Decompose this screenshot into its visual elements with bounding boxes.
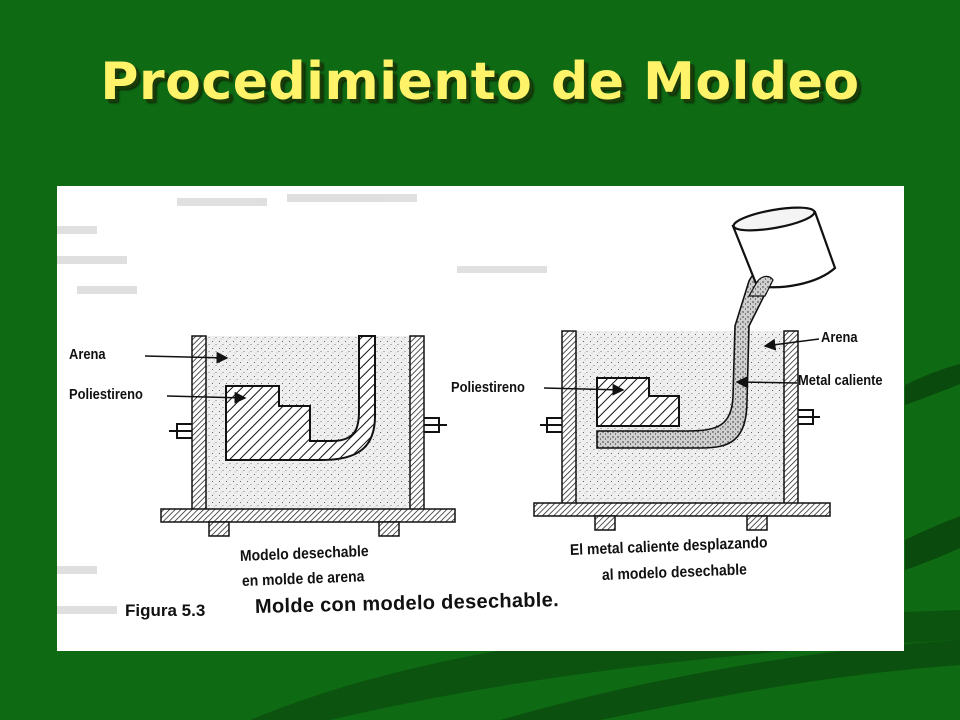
mold-diagram (57, 194, 837, 614)
left-wall-right (409, 335, 425, 515)
stripe-right-lower (905, 516, 960, 570)
right-clamp-right (798, 409, 820, 425)
left-wall-left (191, 335, 207, 515)
right-mold (533, 206, 837, 531)
figure-panel: Arena Poliestireno Poliestireno Arena Me… (57, 186, 904, 651)
right-clamp-left (540, 417, 562, 433)
right-pour-stream (747, 275, 774, 297)
slide-title: Procedimiento de Moldeo (100, 52, 860, 112)
left-base (160, 508, 456, 523)
right-wall-left (561, 330, 577, 510)
right-arrow-polystyrene (543, 383, 625, 396)
right-label-sand: Arena (821, 329, 858, 346)
stripe-lower-mid (500, 640, 960, 720)
left-clamp-left (169, 423, 192, 439)
stripe-right-upper (905, 364, 960, 405)
right-label-hot-metal: Metal caliente (798, 372, 883, 389)
left-foot-2 (378, 521, 400, 537)
left-foot-1 (208, 521, 230, 537)
left-arrow-polystyrene (166, 391, 247, 404)
right-arrow-sand (763, 338, 820, 351)
right-foot-2 (746, 515, 768, 531)
left-arrow-sand (144, 351, 229, 364)
right-wall-right (783, 330, 799, 510)
right-ladle (731, 206, 837, 289)
right-foot-1 (594, 515, 616, 531)
right-label-polystyrene: Poliestireno (451, 379, 525, 396)
left-label-sand: Arena (69, 346, 106, 363)
left-polystyrene-pattern (225, 335, 376, 461)
left-clamp-right (424, 417, 447, 433)
figure-number: Figura 5.3 (125, 601, 206, 620)
left-label-polystyrene: Poliestireno (69, 386, 143, 403)
right-arrow-hot-metal (735, 376, 798, 389)
right-base (533, 502, 831, 517)
scan-bleed-through (57, 194, 547, 614)
left-mold (144, 335, 456, 537)
